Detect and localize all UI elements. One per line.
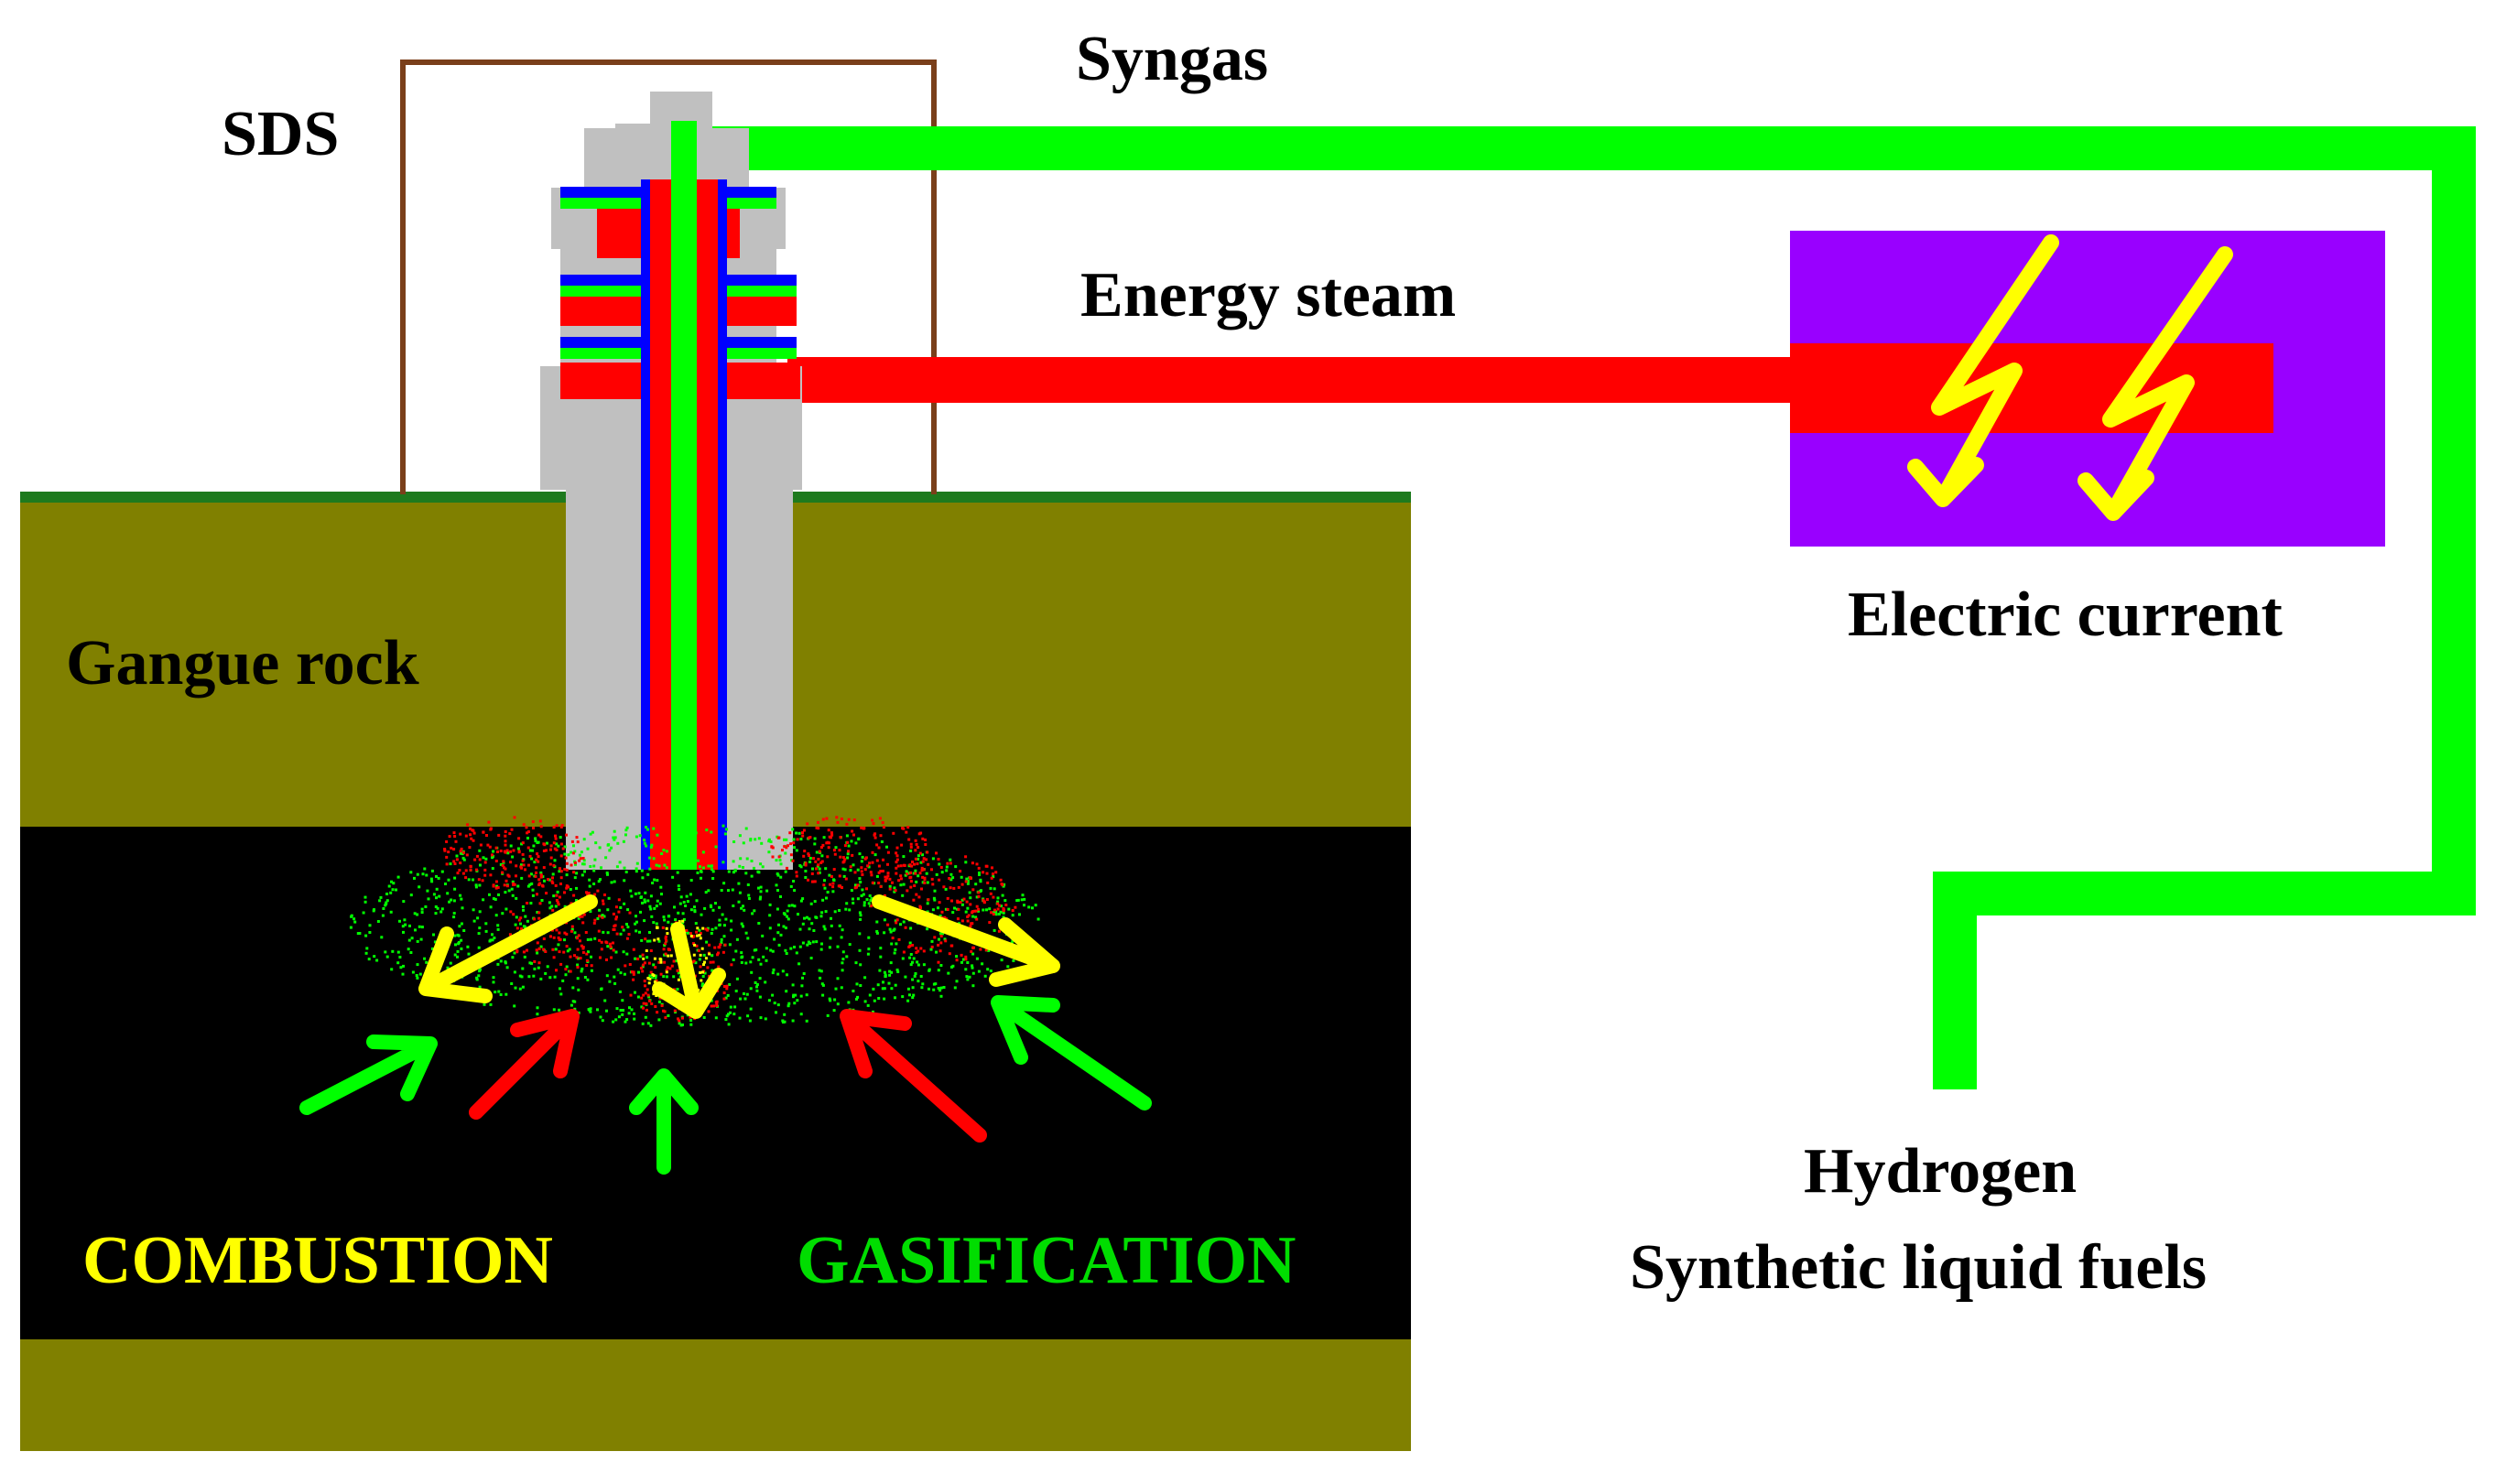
combustion-label-bg (66, 1197, 606, 1300)
electric-generator (1790, 231, 2385, 547)
flow-arrows (299, 894, 1152, 1175)
label-gasification: GASIFICATION (797, 1223, 1296, 1298)
lightning-bolt-icon (2077, 246, 2233, 521)
label-synthetic-liquid-fuels: Synthetic liquid fuels (1630, 1232, 2208, 1303)
label-energy-steam: Energy steam (1080, 260, 1457, 330)
label-syngas: Syngas (1076, 24, 1269, 94)
syngas-pipe (696, 126, 2476, 1089)
green-arrow-icon (299, 995, 1152, 1175)
label-hydrogen: Hydrogen (1804, 1136, 2077, 1207)
label-gangue-rock: Gangue rock (66, 628, 419, 699)
lightning-bolt-icon (1907, 234, 2059, 507)
yellow-arrow-icon (418, 894, 1060, 1019)
label-sds: SDS (222, 99, 340, 169)
gasification-label-bg (685, 1197, 1362, 1300)
lower-rock-layer (20, 1339, 1411, 1451)
label-combustion: COMBUSTION (82, 1223, 553, 1298)
energy-steam-pipe (787, 357, 1840, 403)
sds-frame (400, 60, 937, 494)
well-casing (540, 92, 802, 870)
red-arrow-icon (469, 1009, 987, 1143)
label-electric-current: Electric current (1848, 580, 2283, 650)
